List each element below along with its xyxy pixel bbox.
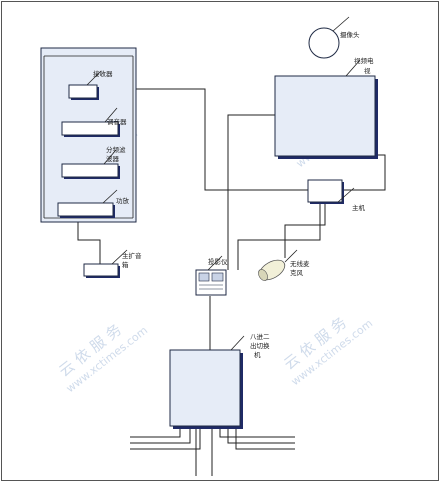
connection-lines [44,88,386,476]
mic-label-2: 克风 [290,269,304,277]
camera-icon[interactable] [308,27,340,59]
watermark-bottom-left: 云 依 服 务 www.xctimes.com [55,320,150,395]
tv-label-1: 视频电 [354,56,374,65]
tv-screen[interactable] [274,75,376,157]
speaker-label-2: 箱 [122,260,129,269]
matrix-switcher: 八进二 出切换 机 [169,333,270,429]
host-label: 主机 [352,203,366,212]
matrix-label-1: 八进二 [250,333,270,341]
matrix-label-3: 机 [254,350,261,359]
tuner-label: 调音器 [107,117,127,126]
tuner-box[interactable] [61,121,119,136]
switcher-label-1: 分频滤 [106,145,126,154]
speaker: 主扩音 箱 [83,249,142,278]
speaker-label-1: 主扩音 [122,251,142,260]
tv-label-2: 视 [364,66,371,75]
switcher-box[interactable] [61,163,119,178]
video-tv: 视频电 视 [274,56,378,159]
speaker-box[interactable] [83,263,119,277]
watermark-bottom-right: 云 依 服 务 www.xctimes.com [280,313,375,388]
host: 主机 [307,179,366,212]
matrix-label-2: 出切换 [250,341,270,350]
camera-label: 摄像头 [340,30,360,39]
projector-label: 投影仪 [208,257,228,266]
rack-labels: 接收器 调音器 分频滤 波器 功放 [86,69,130,205]
projector: 投影仪 [195,255,228,296]
receiver-box[interactable] [68,84,98,99]
amplifier-box[interactable] [57,202,114,217]
equipment-rack [40,47,137,223]
wireless-mic: 无线麦 克风 [258,249,310,281]
camera: 摄像头 [308,16,360,59]
mic-label-1: 无线麦 [290,259,310,268]
matrix-box[interactable] [169,349,241,427]
amplifier-label: 功放 [116,196,130,205]
switcher-label-2: 波器 [106,154,120,163]
host-box[interactable] [307,179,343,203]
receiver-label: 接收器 [93,69,113,78]
